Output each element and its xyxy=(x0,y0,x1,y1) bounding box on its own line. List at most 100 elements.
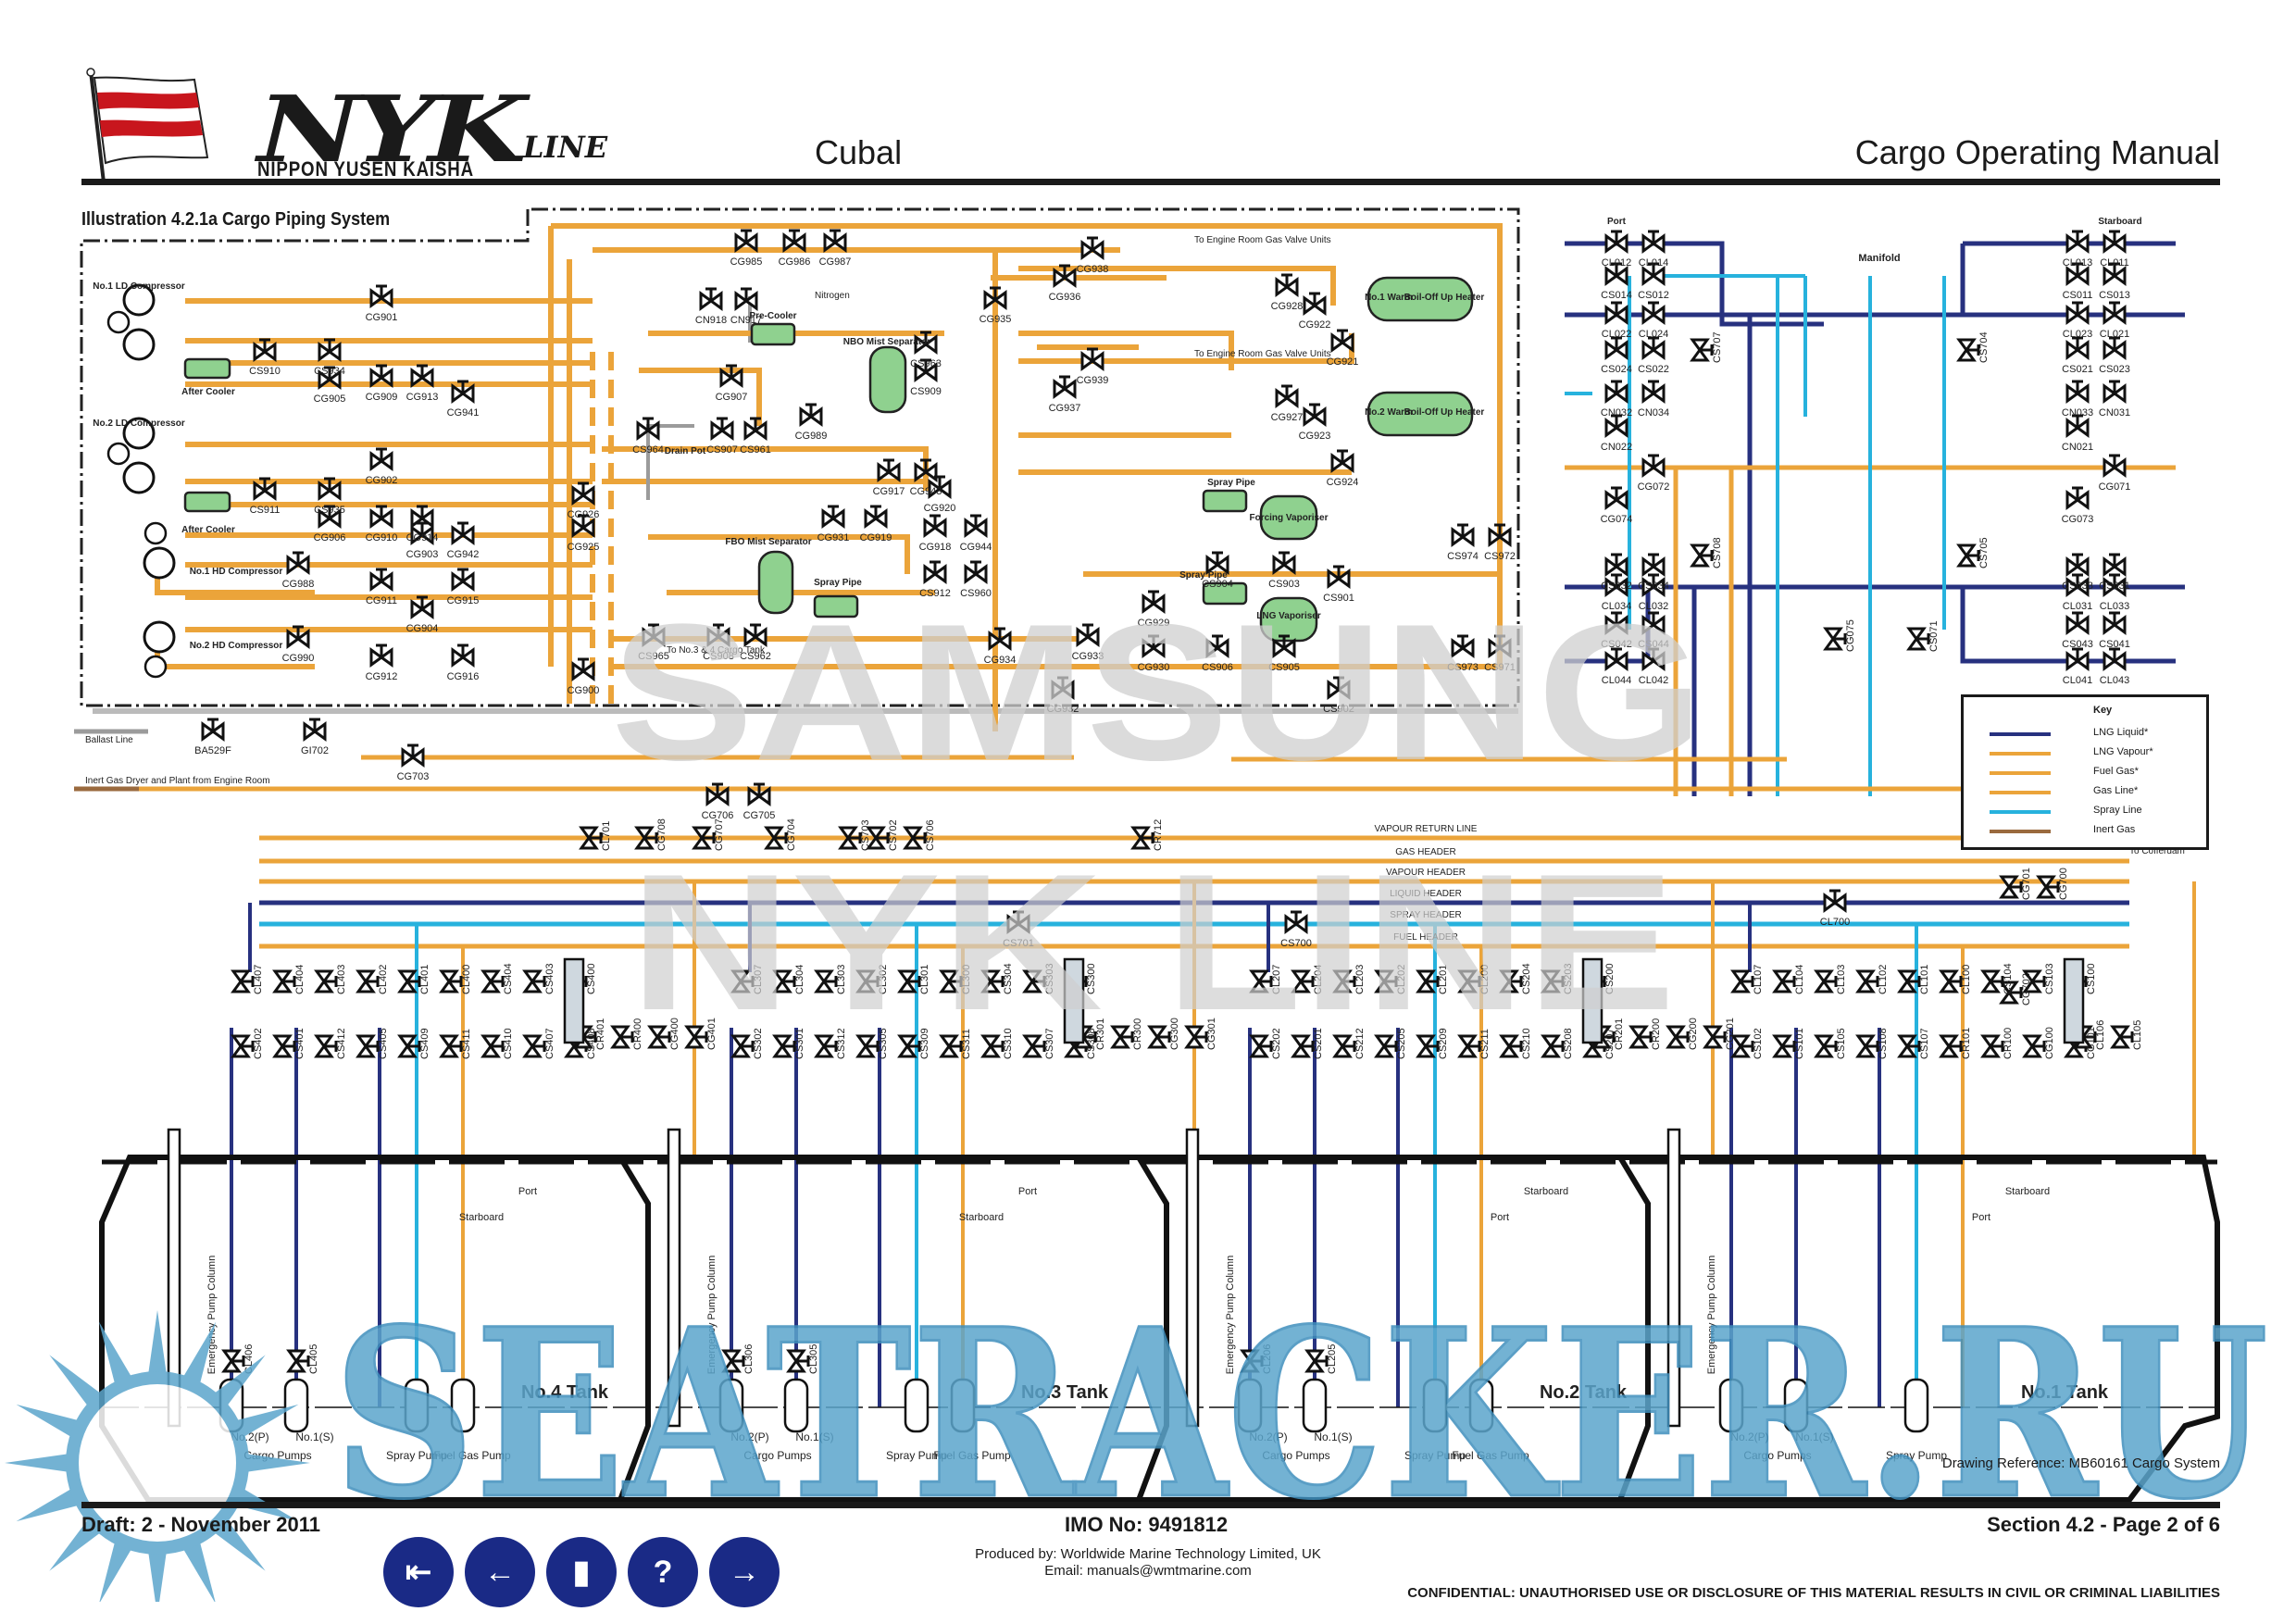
valve-cl301[interactable] xyxy=(897,969,921,993)
valve-cl405[interactable] xyxy=(286,1349,310,1373)
valve-cs103[interactable] xyxy=(2022,969,2046,993)
valve-cs909[interactable] xyxy=(914,358,938,382)
valve-cg300[interactable] xyxy=(1147,1025,1171,1049)
valve-cs972[interactable] xyxy=(1488,523,1512,547)
valve-cs303[interactable] xyxy=(1022,969,1046,993)
valve-cn034[interactable] xyxy=(1641,380,1666,404)
valve-cg917[interactable] xyxy=(877,458,901,482)
valve-cg071[interactable] xyxy=(2103,454,2127,478)
valve-cl104[interactable] xyxy=(1772,969,1796,993)
valve-cl041[interactable] xyxy=(2065,647,2090,671)
valve-cs310[interactable] xyxy=(980,1034,1004,1058)
valve-cs032[interactable] xyxy=(1604,553,1628,577)
valve-centre[interactable] xyxy=(1956,543,1980,568)
valve-cl302[interactable] xyxy=(855,969,880,993)
valve-cs023[interactable] xyxy=(2103,336,2127,360)
valve-cs204[interactable] xyxy=(1499,969,1523,993)
valve-cg301[interactable] xyxy=(1184,1025,1208,1049)
valve-cr300[interactable] xyxy=(1110,1025,1134,1049)
valve-cl203[interactable] xyxy=(1332,969,1356,993)
valve-cl101[interactable] xyxy=(1897,969,1921,993)
valve-cg944[interactable] xyxy=(964,514,988,538)
valve-cs311[interactable] xyxy=(939,1034,963,1058)
valve-cs404[interactable] xyxy=(480,969,505,993)
valve-cs908[interactable] xyxy=(706,623,730,647)
valve-cs044[interactable] xyxy=(1641,611,1666,635)
valve-cs302[interactable] xyxy=(730,1034,755,1058)
valve-cg989[interactable] xyxy=(799,403,823,427)
help-button[interactable]: ? xyxy=(628,1537,698,1607)
valve-cl307[interactable] xyxy=(730,969,755,993)
valve-cs043[interactable] xyxy=(2065,611,2090,635)
valve-cs706[interactable] xyxy=(903,826,927,850)
valve-cl202[interactable] xyxy=(1374,969,1398,993)
valve-cn918[interactable] xyxy=(699,287,723,311)
valve-cs964[interactable] xyxy=(636,417,660,441)
valve-cg915[interactable] xyxy=(451,568,475,592)
valve-cl207[interactable] xyxy=(1249,969,1273,993)
valve-cg401[interactable] xyxy=(684,1025,708,1049)
valve-cs108[interactable] xyxy=(1855,1034,1879,1058)
valve-cg919[interactable] xyxy=(864,505,888,529)
valve-cg923[interactable] xyxy=(1303,403,1327,427)
valve-cg912[interactable] xyxy=(369,643,393,668)
valve-cg943[interactable] xyxy=(914,458,938,482)
valve-cr712[interactable] xyxy=(1130,826,1154,850)
valve-cg930[interactable] xyxy=(1142,634,1166,658)
valve-cs210[interactable] xyxy=(1499,1034,1523,1058)
valve-cs105[interactable] xyxy=(1814,1034,1838,1058)
valve-cg990[interactable] xyxy=(286,625,310,649)
valve-cs205[interactable] xyxy=(1374,1034,1398,1058)
valve-cs012[interactable] xyxy=(1641,262,1666,286)
valve-cs022[interactable] xyxy=(1641,336,1666,360)
valve-centre[interactable] xyxy=(1690,338,1714,362)
next-page-button[interactable]: → xyxy=(709,1537,780,1607)
valve-cs309[interactable] xyxy=(897,1034,921,1058)
valve-cg100[interactable] xyxy=(2022,1034,2046,1058)
valve-cs305[interactable] xyxy=(855,1034,880,1058)
valve-cl021[interactable] xyxy=(2103,301,2127,325)
valve-cg914[interactable] xyxy=(410,505,434,529)
valve-cl023[interactable] xyxy=(2065,301,2090,325)
valve-cg931[interactable] xyxy=(821,505,845,529)
valve-cs307[interactable] xyxy=(1022,1034,1046,1058)
valve-cs403[interactable] xyxy=(522,969,546,993)
valve-cg400[interactable] xyxy=(647,1025,671,1049)
valve-cs211[interactable] xyxy=(1457,1034,1481,1058)
valve-cs963[interactable] xyxy=(914,331,938,355)
valve-cl402[interactable] xyxy=(356,969,380,993)
valve-cr100[interactable] xyxy=(1980,1034,2004,1058)
valve-cg928[interactable] xyxy=(1275,273,1299,297)
valve-cs912[interactable] xyxy=(923,560,947,584)
valve-cg904[interactable] xyxy=(410,595,434,619)
valve-cl407[interactable] xyxy=(231,969,255,993)
valve-cs906[interactable] xyxy=(1205,634,1229,658)
valve-header[interactable] xyxy=(2036,875,2060,899)
valve-ba529f[interactable] xyxy=(201,718,225,742)
valve-centre[interactable] xyxy=(1956,338,1980,362)
valve-cl401[interactable] xyxy=(397,969,421,993)
valve-cs901[interactable] xyxy=(1327,565,1351,589)
valve-cl103[interactable] xyxy=(1814,969,1838,993)
valve-cs960[interactable] xyxy=(964,560,988,584)
valve-cg910[interactable] xyxy=(369,505,393,529)
valve-header[interactable] xyxy=(1823,889,1847,913)
valve-cs104[interactable] xyxy=(1980,969,2004,993)
valve-cl014[interactable] xyxy=(1641,230,1666,254)
valve-cg706[interactable] xyxy=(705,782,730,806)
valve-cg938[interactable] xyxy=(1080,236,1104,260)
valve-cl102[interactable] xyxy=(1855,969,1879,993)
valve-cs703[interactable] xyxy=(838,826,862,850)
valve-cl034[interactable] xyxy=(1604,573,1628,597)
valve-cn032[interactable] xyxy=(1604,380,1628,404)
valve-cs102[interactable] xyxy=(1730,1034,1754,1058)
valve-cl012[interactable] xyxy=(1604,230,1628,254)
valve-cs904[interactable] xyxy=(1205,551,1229,575)
valve-cg900[interactable] xyxy=(571,657,595,681)
valve-cg704[interactable] xyxy=(764,826,788,850)
valve-cl043[interactable] xyxy=(2103,647,2127,671)
valve-cs107[interactable] xyxy=(1897,1034,1921,1058)
valve-cl022[interactable] xyxy=(1604,301,1628,325)
valve-cs934[interactable] xyxy=(318,338,342,362)
valve-cn022[interactable] xyxy=(1604,414,1628,438)
